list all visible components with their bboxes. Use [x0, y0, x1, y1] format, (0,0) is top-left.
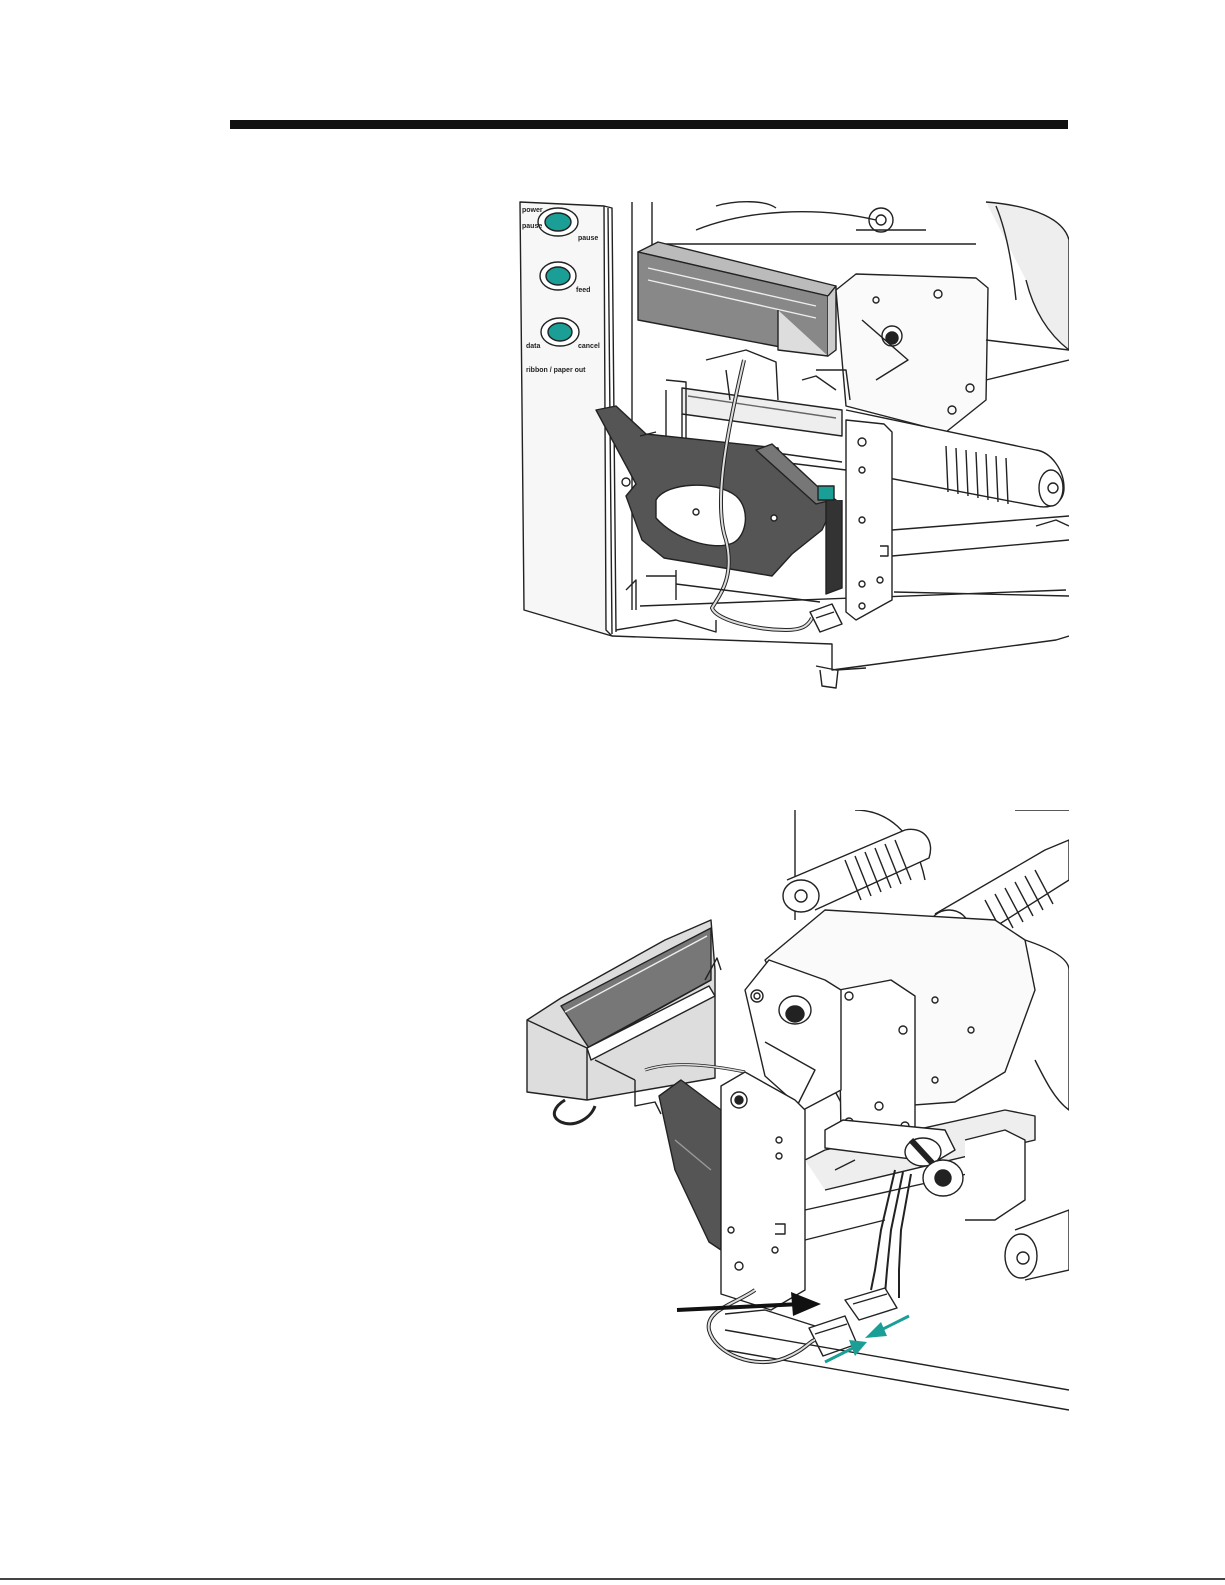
pause-button-icon [545, 213, 571, 231]
feed-button-icon [546, 267, 570, 285]
pause-label: pause [578, 235, 598, 242]
printer-front-open-illustration: power pause pause feed cancel data ribbo… [516, 200, 1069, 700]
ribbon-paper-out-label: ribbon / paper out [526, 367, 586, 374]
printhead-cable-svg [525, 810, 1069, 1432]
printer-front-svg: power pause pause feed cancel data ribbo… [516, 200, 1069, 700]
cancel-button-icon [548, 323, 572, 341]
header-rule [230, 120, 1068, 129]
printhead-cable-connector-illustration [525, 810, 1069, 1432]
data-label: data [526, 343, 541, 350]
power-label: power [522, 207, 543, 214]
footer-rule [0, 1578, 1225, 1580]
feed-label: feed [576, 287, 590, 294]
cancel-label: cancel [578, 343, 600, 350]
pause-label-left: pause [522, 223, 542, 230]
